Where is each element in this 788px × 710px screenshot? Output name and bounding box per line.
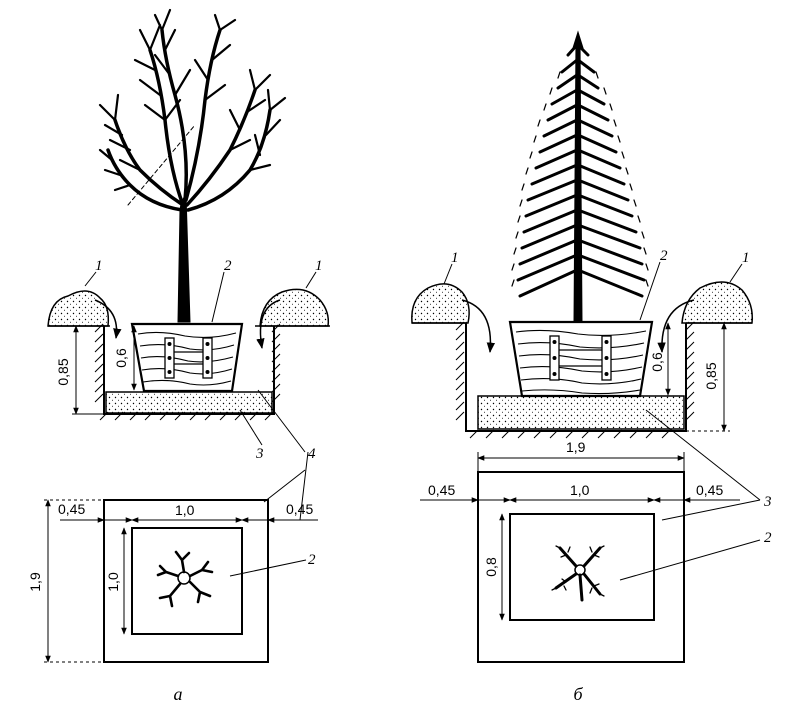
plan-margin-right-right: 0,45: [696, 482, 723, 498]
callout-1-left: 1: [95, 258, 103, 274]
plan-outer-square: [103, 499, 269, 663]
callout-1-right: 1: [315, 258, 323, 274]
plan-margin-left: 0,45: [58, 501, 85, 517]
wood-grain-right: [515, 329, 647, 395]
plan-outer-square-right: [477, 471, 685, 663]
right-figure: 0,6 0,85 1 1 2 3 2: [411, 30, 772, 704]
strap-bolts-right: [552, 340, 609, 376]
section-dimensions-right: [665, 322, 730, 432]
plan-view-right: 2 1,9 0,45 1,0 0,45 0,8: [420, 439, 772, 663]
plan-margin-right: 0,45: [286, 501, 313, 517]
fill-arrow-right: [256, 299, 281, 350]
ground-hatching-right: [455, 321, 695, 439]
soil-layer-right: [477, 395, 685, 430]
callout-leaders: [84, 271, 317, 521]
callout-2-right: 2: [660, 248, 668, 264]
fill-arrow-left: [94, 299, 122, 340]
soil-mound-left: [47, 290, 110, 327]
tree-trunk: [177, 193, 191, 323]
soil-layer: [105, 391, 273, 414]
tree-crown-branches: [106, 28, 272, 212]
planting-pit-right: [465, 323, 687, 432]
deciduous-tree: [98, 8, 287, 323]
tree-crown-twigs: [98, 8, 287, 192]
plan-view-left: 2 1,9 0,45 1,0 0,45 1,0: [27, 469, 318, 663]
conifer-branches: [516, 43, 646, 298]
plan-total-width: 1,9: [27, 572, 43, 592]
plan-dimensions-right: [420, 452, 740, 621]
callout-3-right: 3: [763, 494, 772, 510]
callout-3: 3: [255, 446, 264, 462]
plan-inner-square-right: [509, 513, 655, 621]
plan-inner-height-right: 0,8: [483, 557, 499, 577]
conifer-tip: [572, 30, 584, 49]
fill-arrow-right-right: [657, 299, 695, 354]
plan-dimensions: [44, 499, 318, 663]
root-ball-container: [130, 322, 244, 393]
ground-hatching: [94, 323, 281, 421]
callout-4: 4: [308, 446, 316, 462]
plan-margin-left-right: 0,45: [428, 482, 455, 498]
pit-depth-label: 0,85: [55, 358, 71, 385]
soil-mound-right: [259, 288, 330, 327]
strap-bolts: [167, 342, 210, 374]
plan-total-width-right: 1,9: [566, 439, 586, 455]
callout-leaders-right: [443, 261, 761, 521]
plan-conifer-icon: [551, 545, 605, 602]
plan-root-icon: [156, 550, 214, 608]
plan-callout-2-right: 2: [764, 530, 772, 546]
fill-arrow-left-right: [461, 299, 496, 354]
callout-1-left-right: 1: [451, 250, 459, 266]
plan-inner-width-right: 1,0: [570, 482, 590, 498]
conifer-tree: [511, 30, 649, 323]
plan-inner-width: 1,0: [175, 502, 195, 518]
left-figure: 0,85 0,6 1 1 2 3 4 2: [27, 8, 330, 704]
wood-grain: [137, 331, 237, 386]
soil-mound-right-right: [681, 281, 754, 324]
tree-cut-line: [127, 124, 196, 206]
root-ball-container-right: [508, 320, 654, 398]
callout-2: 2: [224, 258, 232, 274]
figure-caption-a: а: [174, 684, 183, 704]
conifer-needles: [511, 71, 649, 287]
figure-caption-b: б: [573, 684, 583, 704]
planting-pit: [103, 326, 275, 415]
root-ball-height-label: 0,6: [113, 348, 129, 368]
soil-mound-left-right: [411, 283, 470, 324]
callout-1-right-right: 1: [742, 250, 750, 266]
plan-inner-height: 1,0: [105, 572, 121, 592]
plan-callout-2: 2: [308, 552, 316, 568]
section-dimensions: [72, 325, 137, 415]
pit-depth-label-right: 0,85: [703, 362, 719, 389]
root-ball-height-label-right: 0,6: [649, 352, 665, 372]
plan-inner-square: [131, 527, 243, 635]
